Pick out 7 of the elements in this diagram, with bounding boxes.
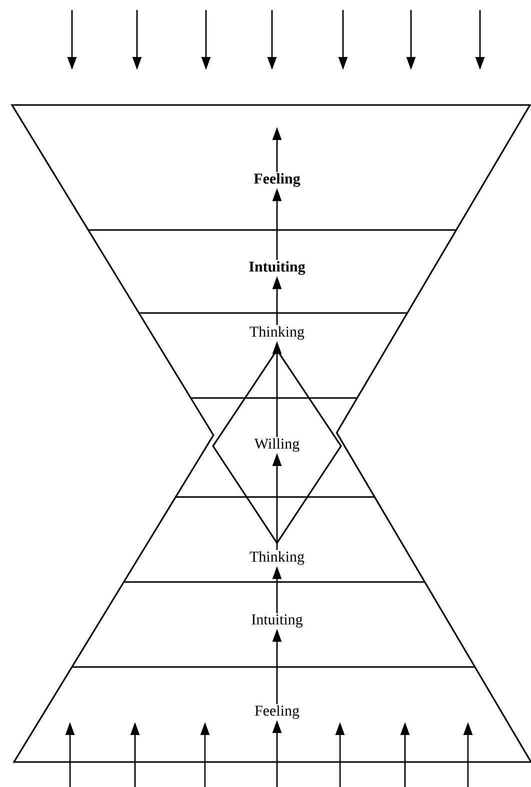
band-label: Feeling bbox=[254, 705, 300, 719]
band-label: Intuiting bbox=[249, 261, 306, 275]
band-label: Thinking bbox=[250, 551, 304, 565]
band-label: Intuiting bbox=[252, 614, 303, 628]
band-label: Feeling bbox=[254, 173, 300, 187]
band-label: Thinking bbox=[250, 326, 304, 340]
band-label: Willing bbox=[254, 438, 300, 452]
